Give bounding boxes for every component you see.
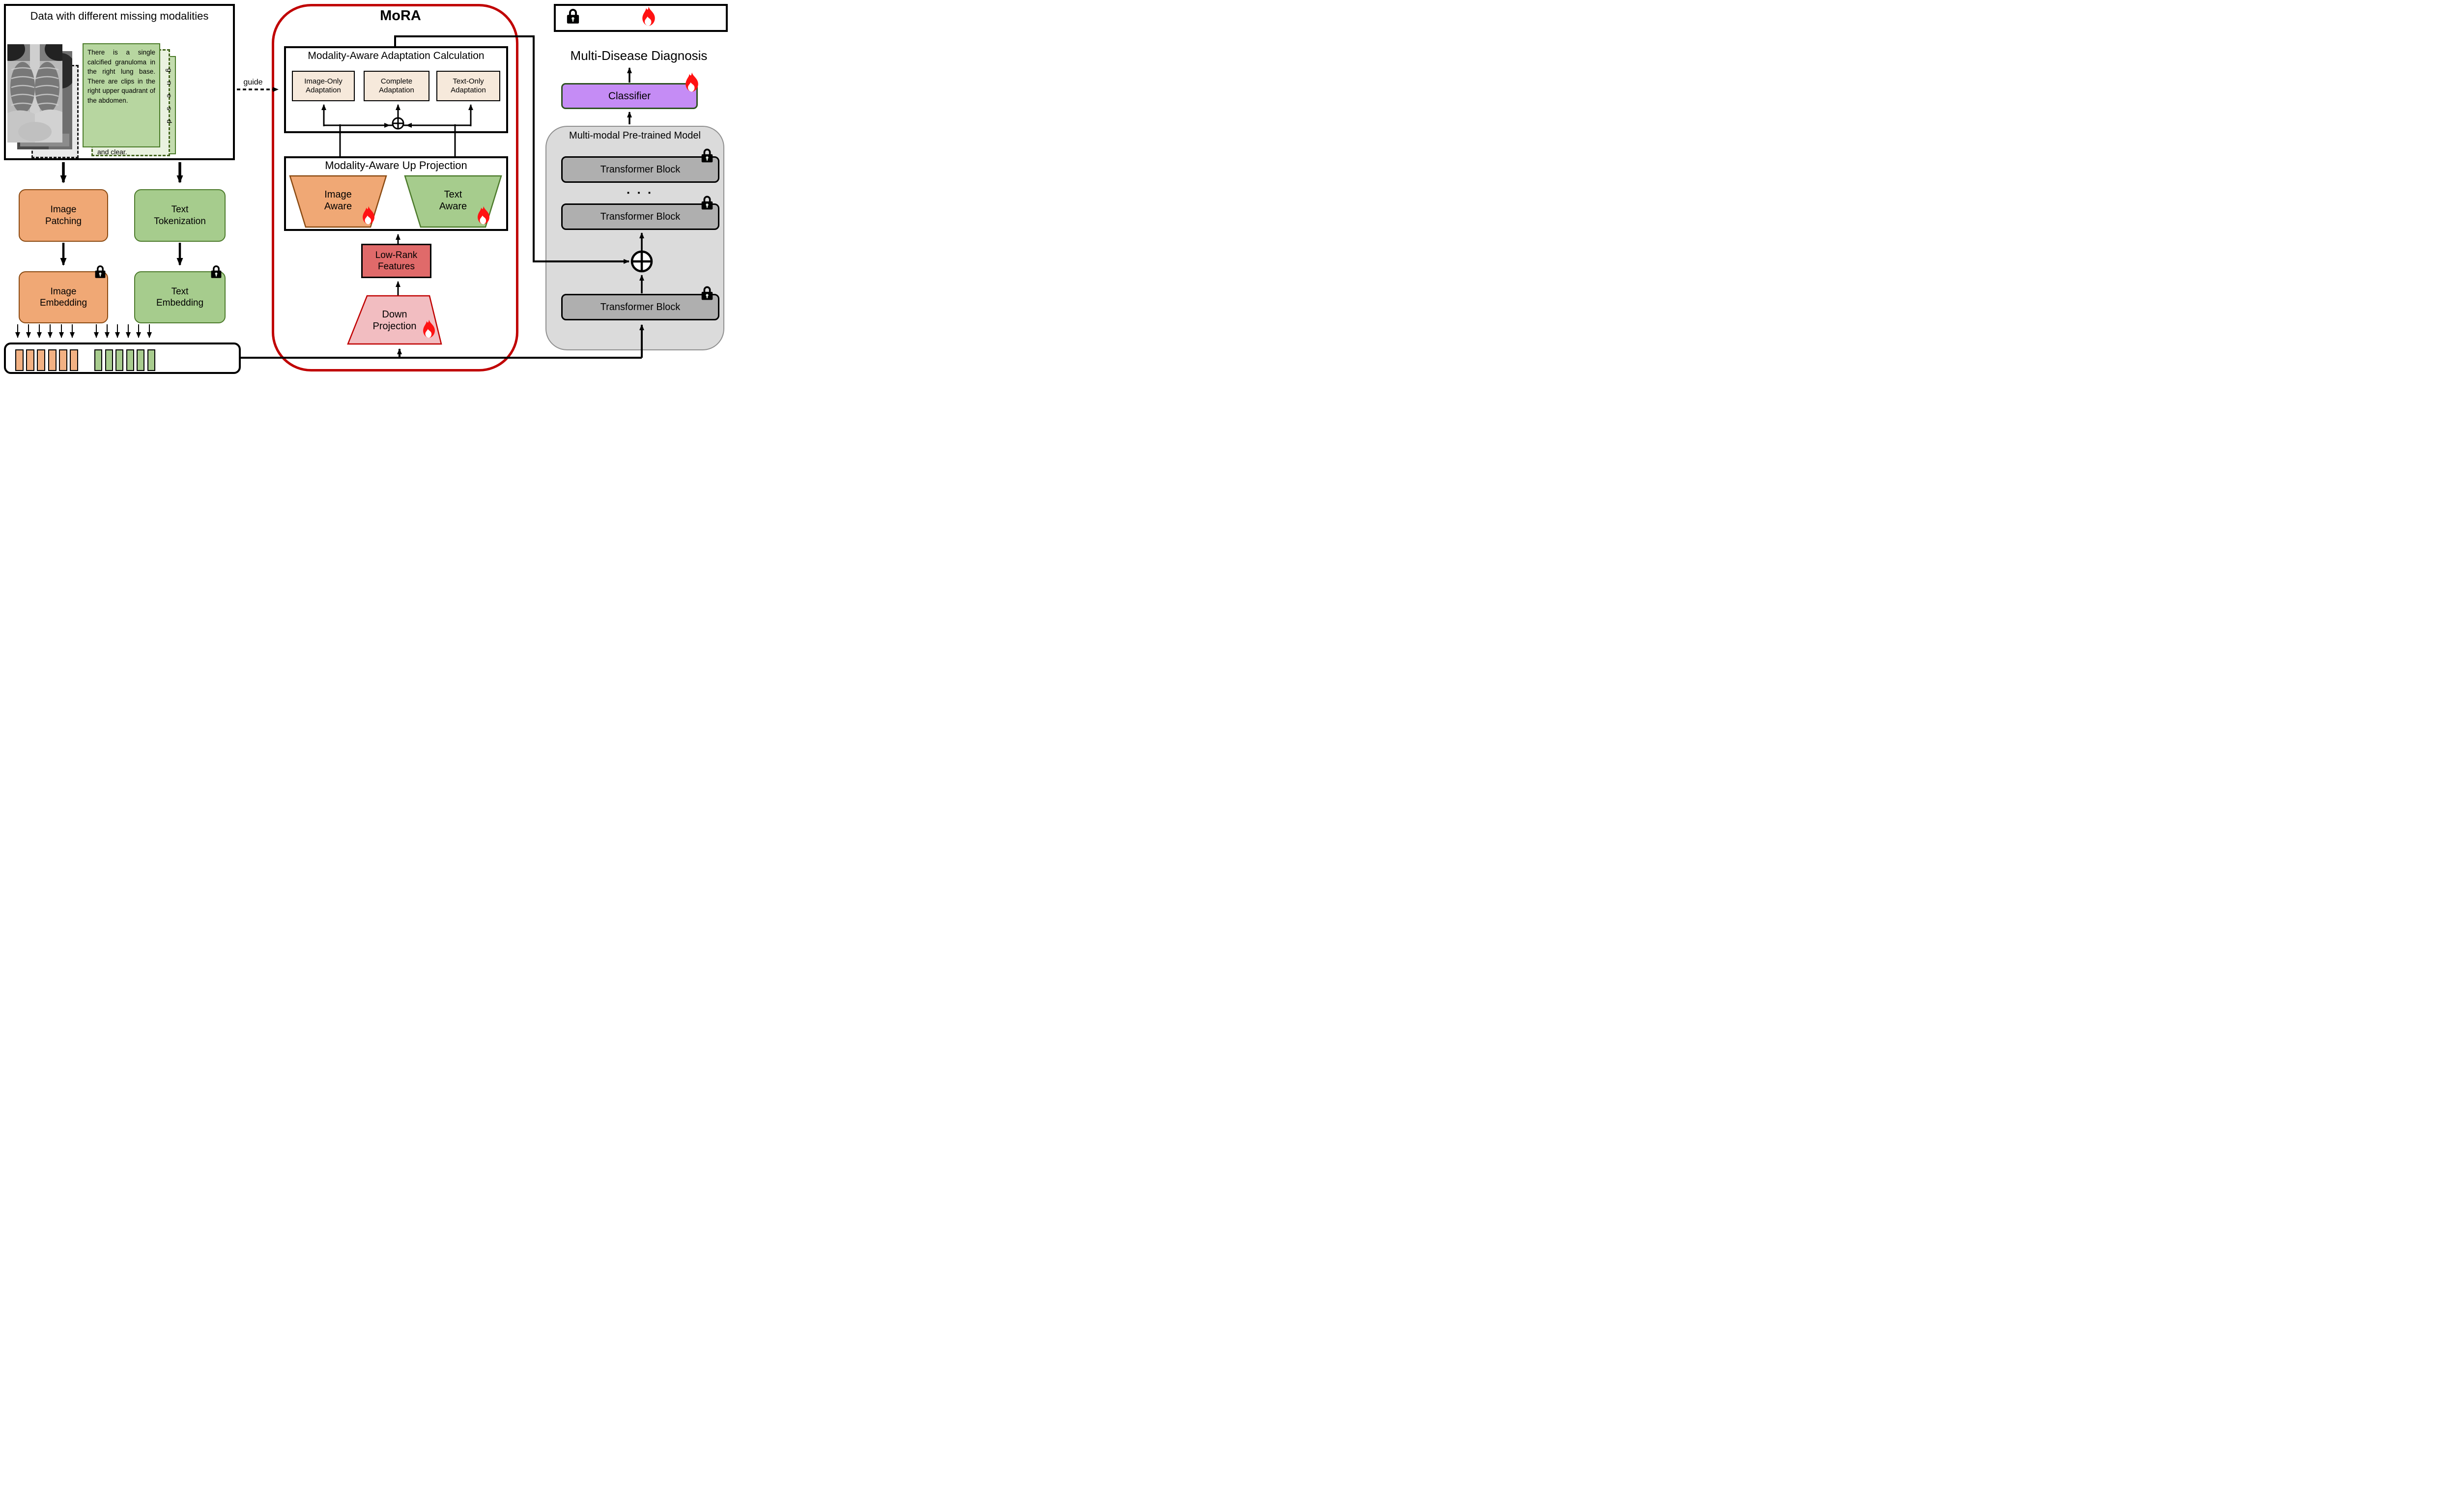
ellipsis-dots: ▪ ▪ ▪ [627, 188, 654, 197]
lock-icon [566, 8, 580, 25]
text-embedding-box: Text Embedding [134, 271, 226, 323]
diagnosis-title: Multi-Disease Diagnosis [570, 48, 708, 63]
image-token-bar [37, 349, 45, 371]
architecture-figure: Data with different missing modalities g… [0, 0, 737, 378]
pretrained-model-title: Multi-modal Pre-trained Model [569, 130, 701, 141]
transformer-block-1: Transformer Block [561, 156, 719, 183]
report-back-text: and clear. [97, 148, 127, 156]
up-projection-title: Modality-Aware Up Projection [325, 159, 467, 171]
flame-icon [684, 72, 700, 92]
lock-icon [701, 195, 714, 211]
text-token-bar [115, 349, 123, 371]
image-patching-box: Image Patching [19, 189, 108, 242]
down-projection-label: Down Projection [372, 309, 417, 332]
text-token-bar [137, 349, 144, 371]
image-embedding-box: Image Embedding [19, 271, 108, 323]
lock-icon [94, 264, 106, 279]
lock-icon [701, 147, 714, 164]
legend-box [554, 4, 728, 32]
transformer-block-2: Transformer Block [561, 203, 719, 230]
text-only-adaptation-box: Text-Only Adaptation [436, 71, 500, 101]
transformer-block-3: Transformer Block [561, 294, 719, 320]
report-text: There is a single calcified granuloma in… [87, 49, 155, 104]
data-panel-title: Data with different missing modalities [30, 10, 209, 22]
text-token-bar [94, 349, 102, 371]
image-aware-label: Image Aware [324, 189, 352, 212]
down-projection-trapezoid [347, 295, 442, 345]
image-token-bar [59, 349, 67, 371]
image-token-bar [48, 349, 57, 371]
report-card-rotated-text: g n e s d [166, 68, 173, 123]
classifier-box: Classifier [561, 83, 698, 109]
text-token-bar [105, 349, 113, 371]
complete-adaptation-box: Complete Adaptation [364, 71, 429, 101]
report-card-front: There is a single calcified granuloma in… [83, 43, 160, 147]
flame-icon [361, 205, 376, 225]
guide-label: guide [243, 78, 263, 86]
token-sequence-box [4, 342, 241, 374]
image-only-adaptation-box: Image-Only Adaptation [292, 71, 355, 101]
adaptation-calculation-title: Modality-Aware Adaptation Calculation [308, 50, 485, 61]
image-aware-trapezoid [289, 175, 387, 228]
text-tokenization-box: Text Tokenization [134, 189, 226, 242]
lock-icon [210, 264, 222, 279]
low-rank-features-box: Low-Rank Features [361, 244, 431, 278]
image-token-bar [15, 349, 24, 371]
flame-icon [641, 6, 657, 27]
image-token-bar [26, 349, 34, 371]
image-token-bar [70, 349, 78, 371]
flame-icon [476, 205, 491, 225]
text-token-bar [126, 349, 134, 371]
lock-icon [701, 285, 714, 301]
mora-title: MoRA [380, 7, 421, 24]
text-token-bar [147, 349, 155, 371]
xray-image-front [0, 37, 74, 143]
flame-icon [422, 318, 436, 339]
